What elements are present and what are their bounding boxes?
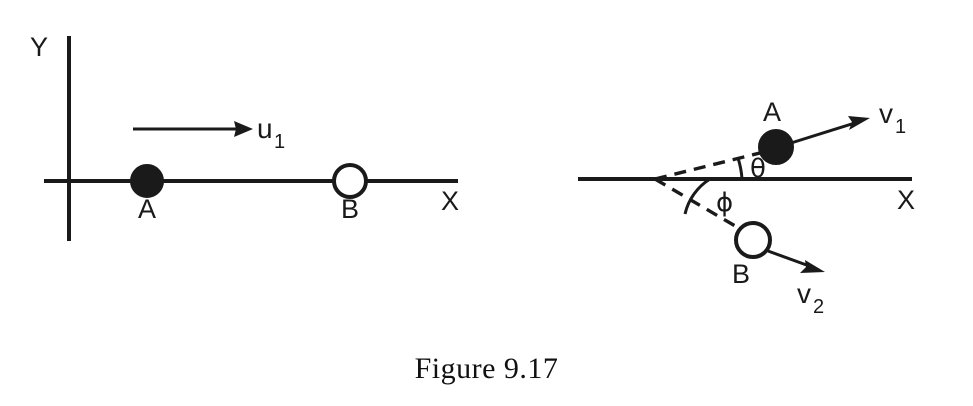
- v1-arrow-head: [848, 116, 870, 130]
- x-axis-label-right: X: [897, 185, 915, 215]
- body-b-label: B: [341, 194, 359, 224]
- body-b-marker-right: [734, 221, 772, 259]
- body-a-marker-right: [758, 129, 794, 165]
- body-a-marker: [130, 164, 164, 198]
- body-a-label: A: [138, 194, 156, 224]
- v1-vector-subscript: 1: [895, 116, 906, 138]
- y-axis-label: Y: [30, 32, 48, 62]
- body-a-label-right: A: [763, 97, 781, 127]
- body-b-marker: [332, 163, 368, 199]
- theta-angle-arc: [736, 157, 744, 180]
- after-collision-panel: X θ ϕ A v 1 B v 2: [578, 97, 915, 318]
- v2-arrow-shaft: [767, 249, 813, 269]
- phi-angle-arc: [683, 177, 711, 215]
- body-b-path-dashed: [654, 177, 743, 232]
- v2-vector-label: v: [797, 278, 811, 309]
- v2-vector-subscript: 2: [813, 296, 824, 318]
- body-b-label-right: B: [732, 259, 750, 289]
- v1-arrow-shaft: [790, 120, 859, 145]
- v2-arrow-head: [800, 260, 825, 273]
- u1-arrow-head: [234, 121, 253, 137]
- phi-angle-label: ϕ: [716, 188, 733, 218]
- figure-caption: Figure 9.17: [414, 352, 559, 385]
- u1-vector-subscript: 1: [274, 131, 285, 153]
- before-collision-panel: Y X u 1 A B: [30, 32, 459, 241]
- x-axis-label: X: [441, 186, 459, 216]
- v1-vector-label: v: [879, 98, 893, 129]
- theta-angle-label: θ: [750, 154, 766, 184]
- u1-vector-label: u: [257, 113, 273, 144]
